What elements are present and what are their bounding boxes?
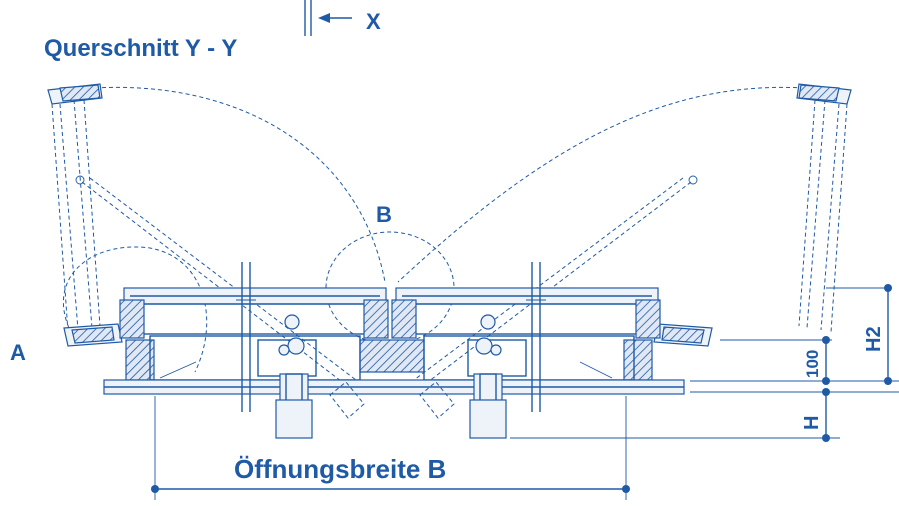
section-line-marker <box>304 0 352 36</box>
opening-width-label: Öffnungsbreite B <box>234 454 446 484</box>
section-title: Querschnitt Y - Y <box>44 35 237 62</box>
x-marker-label: X <box>366 9 381 34</box>
guide-posts <box>236 262 546 412</box>
detail-a-label: A <box>10 340 26 365</box>
right-actuator <box>419 314 527 439</box>
frame-profiles <box>119 299 661 381</box>
dim-100-label: 100 <box>803 350 822 378</box>
dim-h2-label: H2 <box>863 326 885 352</box>
dimension-lines-right <box>510 284 899 442</box>
detail-b-label: B <box>376 202 392 227</box>
base-plate <box>103 379 685 395</box>
left-open-flap <box>47 83 357 389</box>
dim-h-label: H <box>801 416 823 430</box>
closed-flaps <box>123 287 659 335</box>
right-open-flap <box>413 83 852 389</box>
left-actuator <box>257 314 365 439</box>
opening-width-dimension <box>151 396 630 500</box>
